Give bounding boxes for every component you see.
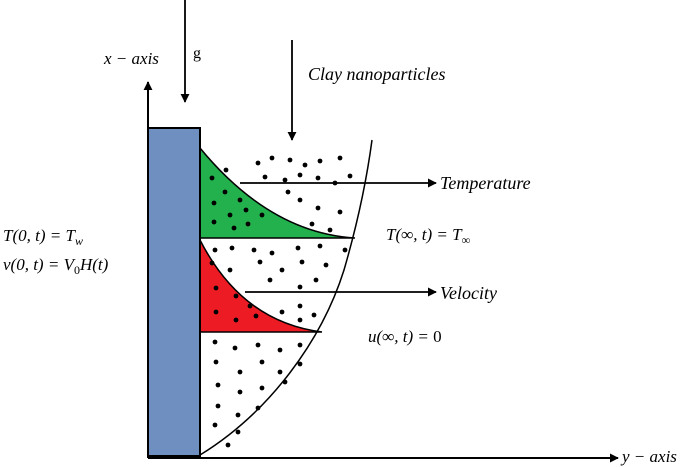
velocity-profile <box>199 239 323 333</box>
nanoparticle-dot <box>297 342 303 348</box>
x-axis-label: x − axis <box>103 49 159 68</box>
nanoparticle-dot <box>223 167 229 173</box>
nanoparticle-dot <box>227 267 233 273</box>
nanoparticle-dot <box>317 243 323 249</box>
wall-temp-bc: T(0, t) = Tw <box>3 226 83 248</box>
nanoparticle-dot <box>297 317 303 323</box>
nanoparticle-dot <box>262 174 268 180</box>
nanoparticle-dot <box>213 285 219 291</box>
wall-plate <box>147 127 201 457</box>
nanoparticle-dot <box>287 157 293 163</box>
nanoparticle-dot <box>317 158 323 164</box>
nanoparticle-dot <box>255 342 261 348</box>
nanoparticle-dot <box>209 175 215 181</box>
nanoparticle-dot <box>309 221 315 227</box>
nanoparticle-dot <box>277 347 283 353</box>
nanoparticle-dot <box>235 429 241 435</box>
nanoparticle-dot <box>282 379 288 385</box>
gravity-label: g <box>193 45 201 62</box>
temperature-label: Temperature <box>440 173 531 193</box>
nanoparticle-dot <box>259 359 265 365</box>
temp-far-bc: T(∞, t) = T∞ <box>386 225 471 247</box>
temperature-profile <box>199 145 356 239</box>
nanoparticle-dot <box>337 155 343 161</box>
nanoparticle-dot <box>235 412 241 418</box>
nanoparticle-dot <box>277 369 283 375</box>
nanoparticle-dot <box>255 160 261 166</box>
nanoparticle-dot <box>233 293 239 299</box>
nanoparticle-dot <box>285 189 291 195</box>
nanoparticle-dot <box>267 277 273 283</box>
nanoparticle-dot <box>323 262 329 268</box>
nanoparticle-dot <box>247 303 253 309</box>
nanoparticle-dot <box>232 345 238 351</box>
nanoparticle-dot <box>299 259 305 265</box>
nanoparticle-dot <box>347 173 353 179</box>
nanoparticle-dot <box>231 225 237 231</box>
nanoparticle-dot <box>297 361 303 367</box>
nanoparticle-dot <box>233 317 239 323</box>
nanoparticle-dot <box>297 197 303 203</box>
nanoparticle-dot <box>315 175 321 181</box>
nanoparticle-dot <box>237 389 243 395</box>
nanoparticle-dot <box>209 260 215 266</box>
nanoparticle-dot <box>222 189 228 195</box>
nanoparticle-dot <box>259 212 265 218</box>
nanoparticle-dot <box>269 250 275 256</box>
nanoparticle-dot <box>313 277 319 283</box>
velocity-label: Velocity <box>440 283 497 303</box>
boundary-layer-edge <box>199 139 373 456</box>
nanoparticle-dot <box>282 177 288 183</box>
nanoparticle-dot <box>227 212 233 218</box>
nanoparticle-dot <box>245 221 251 227</box>
nanoparticle-dot <box>229 245 235 251</box>
nanoparticle-dot <box>297 303 303 309</box>
nanoparticle-dot <box>297 172 303 178</box>
nanoparticle-dot <box>211 219 217 225</box>
nanoparticle-dot <box>327 227 333 233</box>
nanoparticle-dot <box>215 382 221 388</box>
nanoparticle-dot <box>255 405 261 411</box>
nanoparticle-dot <box>225 442 231 448</box>
nanoparticle-dot <box>213 309 219 315</box>
nanoparticle-dot <box>243 207 249 213</box>
nanoparticle-dot <box>279 267 285 273</box>
nanoparticle-dot <box>213 359 219 365</box>
nanoparticles <box>209 155 353 448</box>
nanoparticle-dot <box>342 247 348 253</box>
nanoparticle-dot <box>302 162 308 168</box>
nanoparticle-dot <box>253 313 259 319</box>
nanoparticle-dot <box>251 247 257 253</box>
vel-far-bc: u(∞, t) = 0 <box>368 327 442 346</box>
nanoparticle-dot <box>337 209 343 215</box>
nanoparticle-dot <box>315 205 321 211</box>
nanoparticle-dot <box>212 339 218 345</box>
nanoparticle-dot <box>297 284 303 290</box>
nanoparticle-dot <box>295 245 301 251</box>
nanoparticle-dot <box>211 200 217 206</box>
nanoparticle-dot <box>212 247 218 253</box>
y-axis-label: y − axis <box>620 447 677 466</box>
nanoparticle-dot <box>311 312 317 318</box>
nanoparticle-dot <box>269 155 275 161</box>
nanoparticle-dot <box>259 385 265 391</box>
nanoparticle-dot <box>237 197 243 203</box>
wall-vel-bc: v(0, t) = V0H(t) <box>3 255 109 277</box>
nanoparticle-dot <box>212 422 218 428</box>
nanoparticle-dot <box>279 309 285 315</box>
nanoparticle-dot <box>215 403 221 409</box>
nanoparticle-dot <box>257 259 263 265</box>
clay-label: Clay nanoparticles <box>308 64 446 84</box>
nanoparticle-dot <box>237 369 243 375</box>
